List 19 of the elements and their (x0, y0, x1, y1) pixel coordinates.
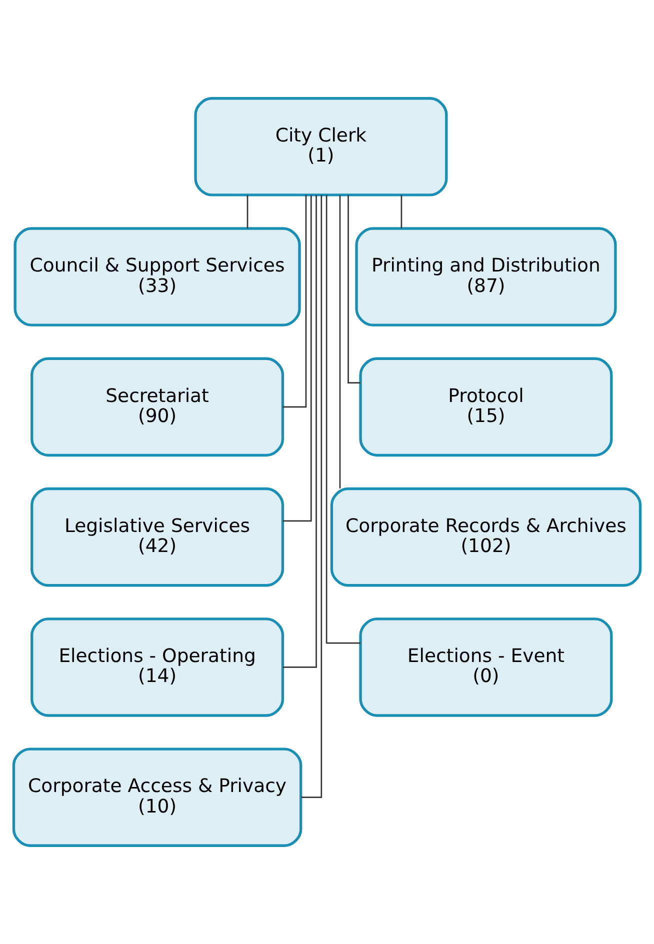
connector (339, 195, 341, 488)
connector (326, 195, 360, 644)
node-box: Council & Support Services (33) (14, 227, 301, 326)
connector (348, 195, 360, 384)
connector (400, 195, 402, 228)
connector (282, 195, 317, 668)
node-box: Protocol (15) (359, 357, 613, 457)
connector (282, 195, 312, 522)
node-box: Printing and Distribution (87) (355, 227, 617, 326)
node-box: Corporate Access & Privacy (10) (12, 748, 302, 847)
connector (301, 195, 322, 798)
node-box: City Clerk (1) (194, 97, 448, 196)
node-box: Corporate Records & Archives (102) (330, 487, 642, 587)
node-box: Legislative Services (42) (30, 487, 284, 587)
node-box: Secretariat (90) (30, 357, 284, 457)
node-box: Elections - Operating (14) (30, 618, 284, 717)
connector (282, 195, 307, 408)
connector (246, 195, 248, 228)
node-box: Elections - Event (0) (359, 618, 613, 717)
